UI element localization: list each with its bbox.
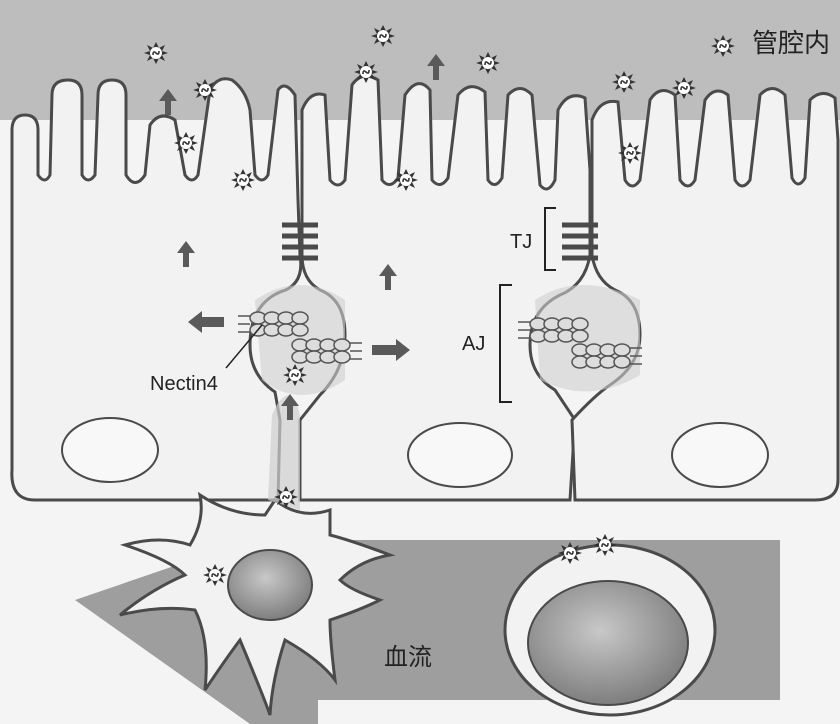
virus-icon	[174, 132, 198, 154]
immune-cell-nucleus	[228, 550, 312, 620]
nectin-label: Nectin4	[150, 373, 218, 395]
blood-flow-label: 血流	[384, 644, 432, 671]
virus-icon	[711, 35, 735, 57]
tj-label: TJ	[510, 231, 532, 253]
aj-label: AJ	[462, 333, 485, 355]
virus-icon	[612, 71, 636, 93]
virus-icon	[394, 169, 418, 191]
virus-icon	[672, 77, 696, 99]
nucleus-middle	[408, 423, 512, 487]
lymphocyte-nucleus	[528, 581, 688, 705]
virus-icon	[193, 79, 217, 101]
virus-icon	[354, 61, 378, 83]
epithelial-cell-left	[12, 79, 301, 500]
nucleus-right	[672, 423, 768, 487]
lumen-label: 管腔内	[752, 28, 830, 58]
virus-icon	[231, 169, 255, 191]
virus-icon	[558, 542, 582, 564]
virus-icon	[618, 142, 642, 164]
virus-icon	[593, 534, 617, 556]
nucleus-left	[62, 418, 158, 482]
